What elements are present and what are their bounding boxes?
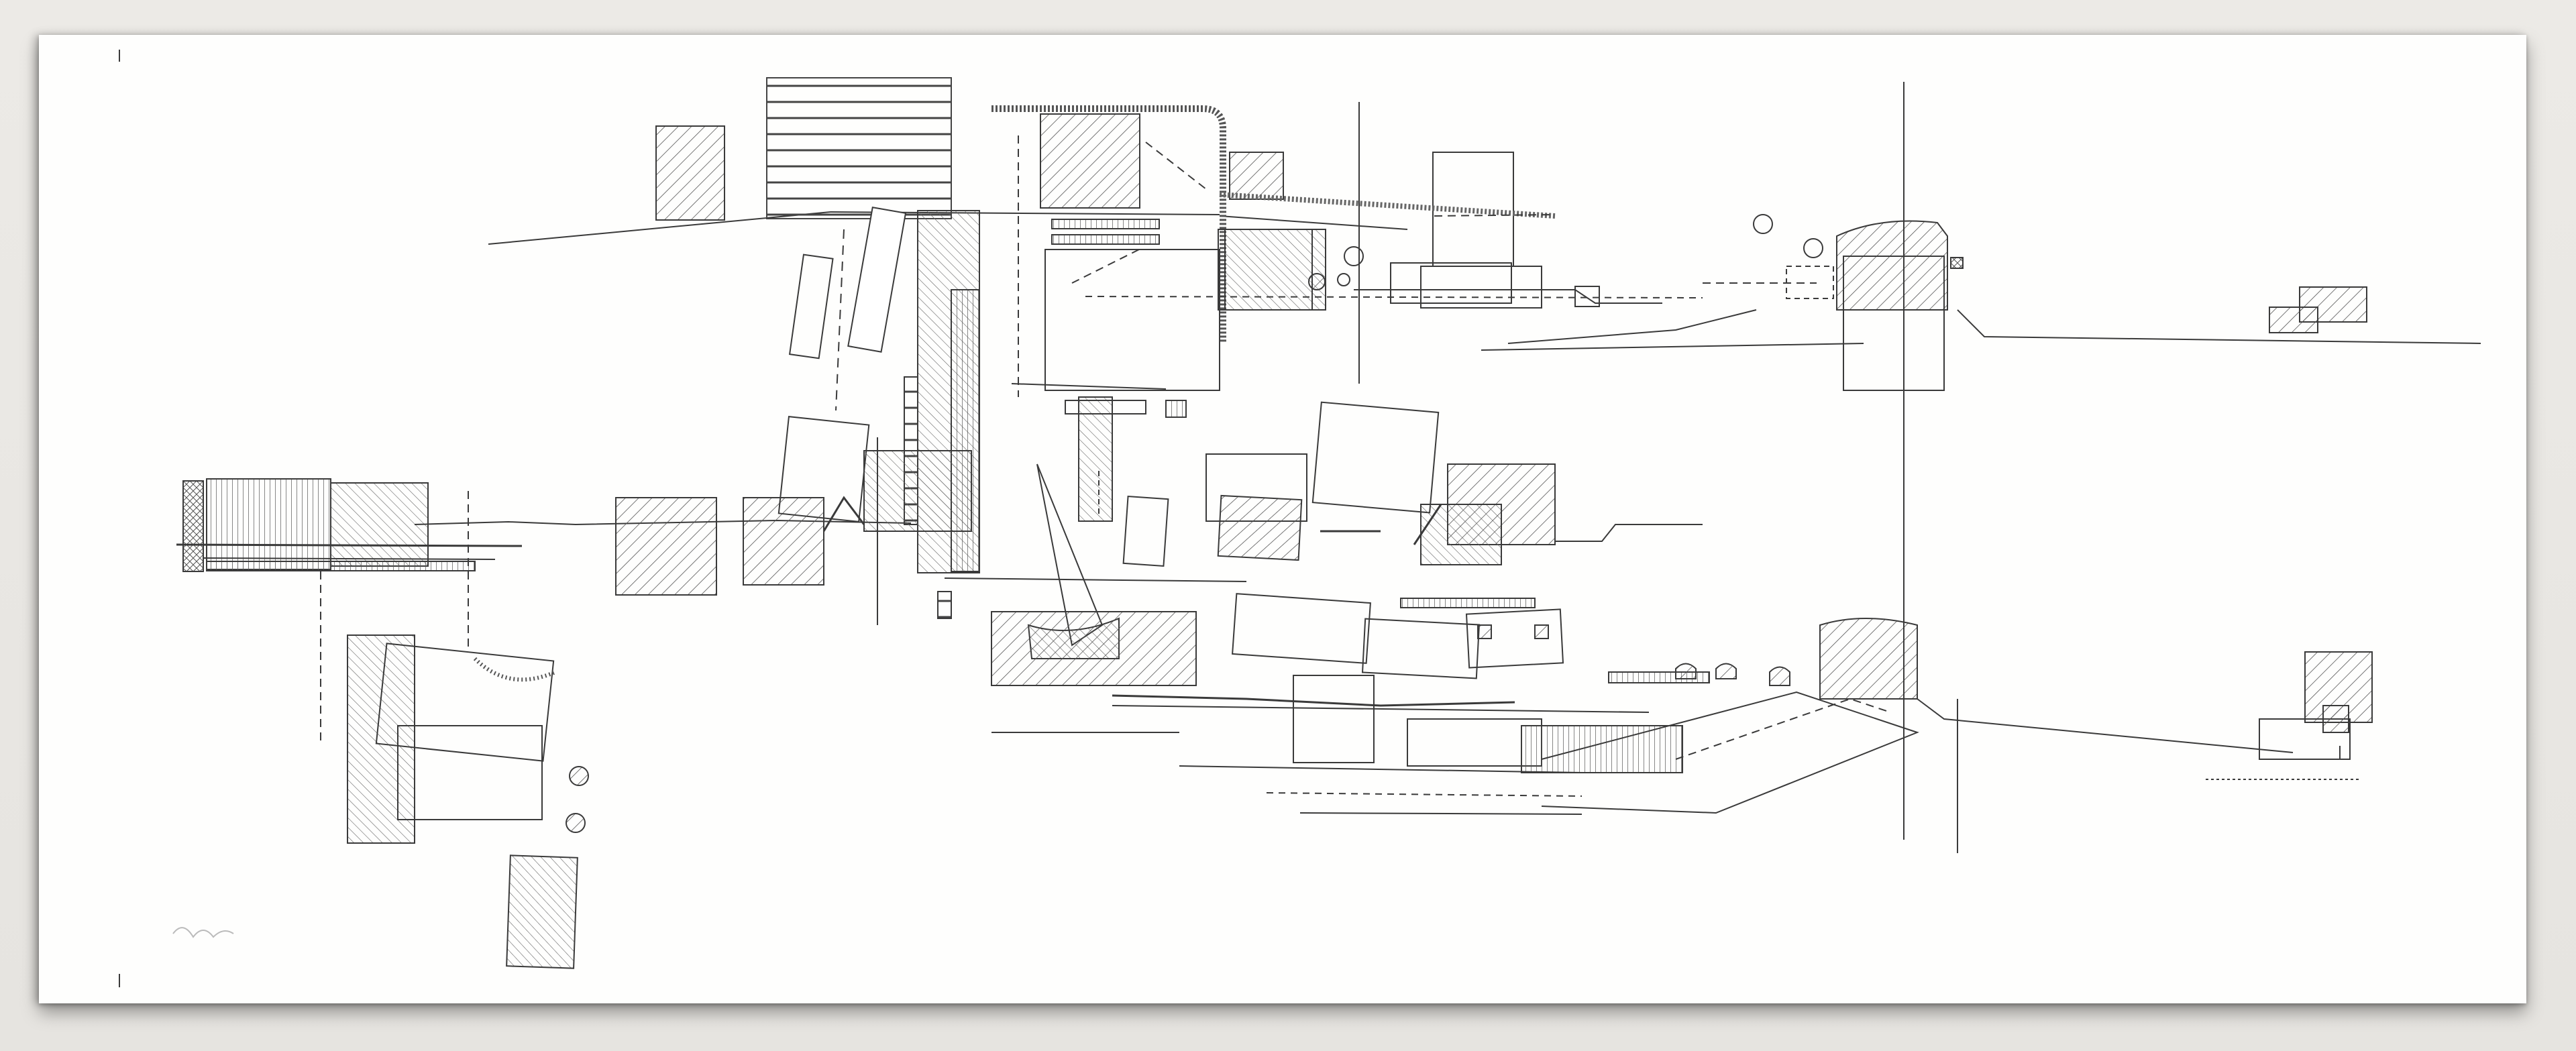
middle-left-section	[176, 416, 972, 746]
architectural-drawing	[119, 50, 2481, 987]
lower-right-section	[1608, 82, 2373, 853]
signature-mark	[172, 927, 234, 938]
top-section	[488, 77, 1864, 573]
drawing-sheet	[39, 35, 2526, 1003]
upper-right-section	[1703, 214, 2481, 391]
lower-left-section	[347, 634, 589, 969]
center-section	[937, 396, 1919, 815]
